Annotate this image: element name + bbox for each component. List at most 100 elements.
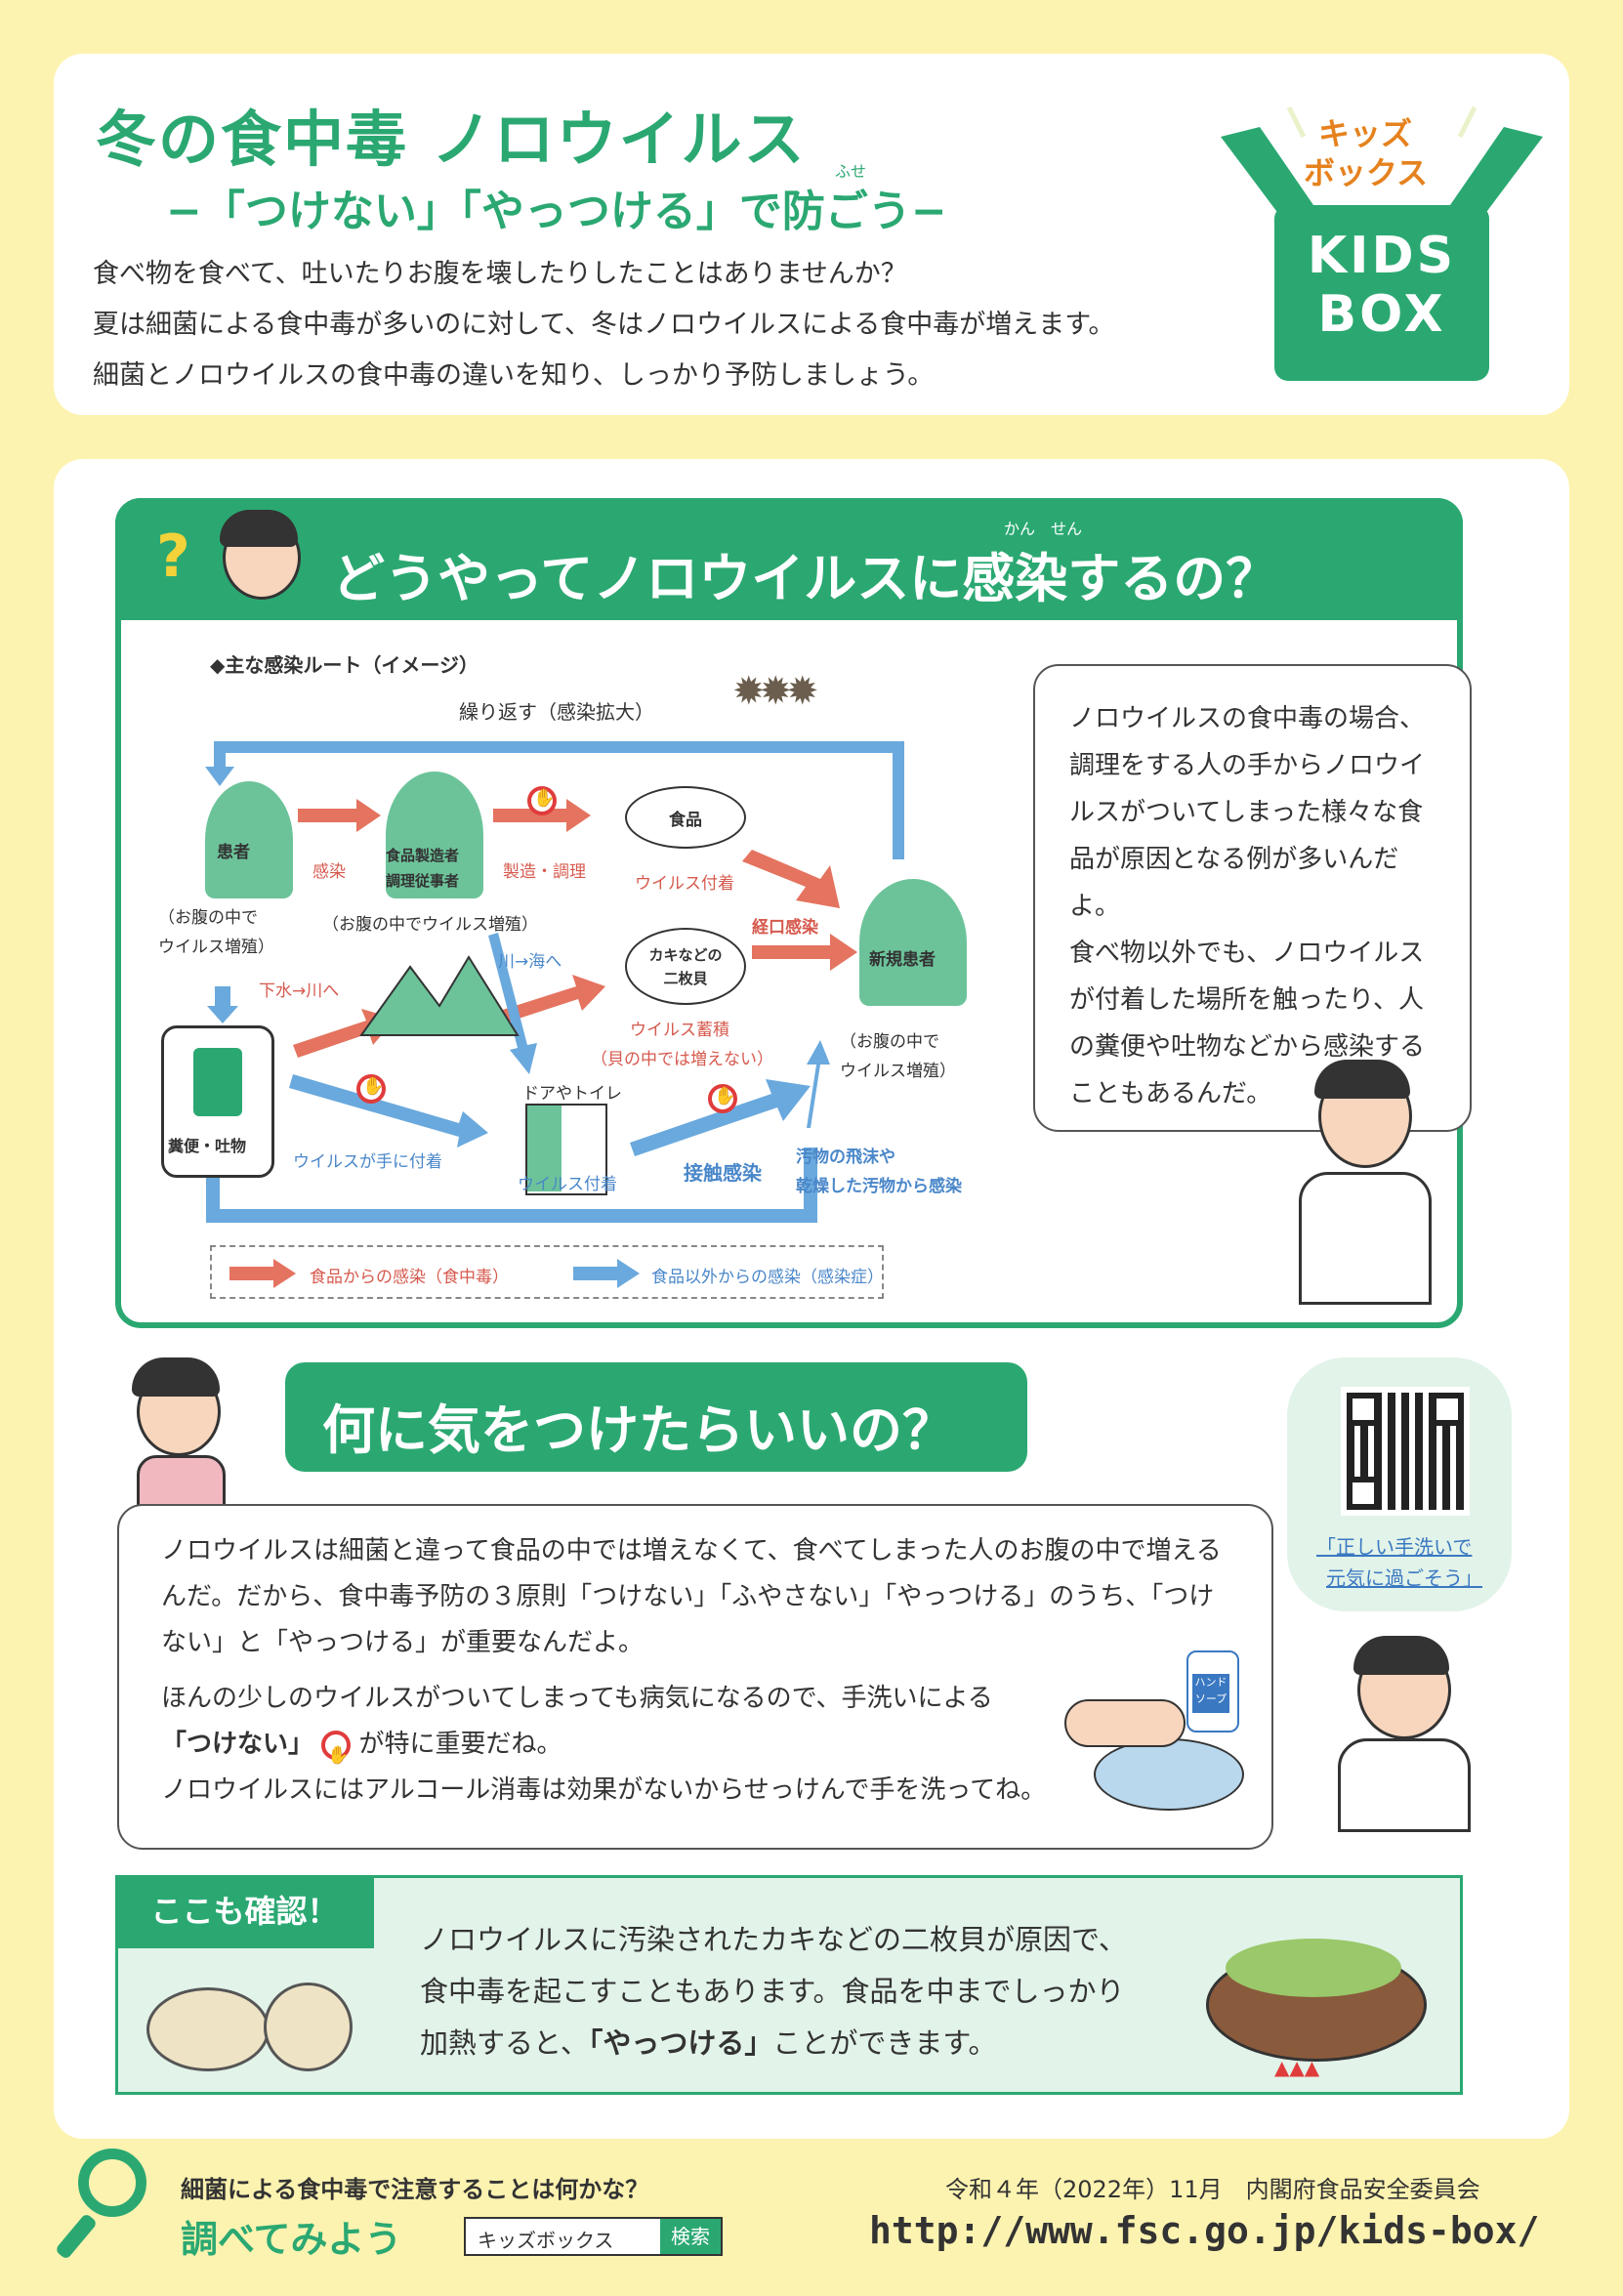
section3-line2: 食中毒を起こすこともあります。食品を中までしっかり	[420, 1975, 1125, 2008]
manufacturing-label: 製造・調理	[503, 862, 586, 882]
section2-p2a: ほんの少しのウイルスがついてしまっても病気になるので、手洗いによる	[161, 1684, 993, 1713]
infection-label: 感染	[312, 862, 346, 882]
section2-p2-bold: 「つけない」	[161, 1730, 314, 1759]
scientist-avatar-1	[1289, 1060, 1436, 1305]
food-worker-note: （お腹の中でウイルス増殖）	[322, 915, 538, 935]
section1-title: どうやってノロウイルスに感染するの？	[332, 548, 1279, 609]
section1-speech-bubble: ノロウイルスの食中毒の場合、調理をする人の手からノロウイルスがついてしまった様々…	[1033, 664, 1472, 1132]
scientist-avatar-2	[1328, 1631, 1475, 1832]
section3-line3-bold: 「やっつける」	[588, 2026, 773, 2060]
section3-line3b: ことができます。	[772, 2026, 997, 2060]
soap-bottle-icon: ハンド ソープ	[1186, 1650, 1239, 1732]
qr-caption-2[interactable]: 元気に過ごそう」	[1326, 1566, 1482, 1590]
door-virus-label: ウイルス付着	[518, 1175, 617, 1194]
page-subtitle: −「つけない」「やっつける」で防ごう−	[166, 187, 947, 236]
footer-question: 細菌による食中毒で注意することは何かな？	[181, 2176, 649, 2203]
door-icon	[525, 1104, 607, 1195]
logo-kana-bottom: ボックス	[1304, 154, 1429, 191]
footer-search-box[interactable]: キッズボックス 検索	[464, 2217, 723, 2256]
route-title: ◆主な感染ルート（イメージ）	[210, 653, 479, 677]
section2-p1: ノロウイルスは細菌と違って食品の中では増えなくて、食べてしまった人のお腹の中で増…	[161, 1536, 1222, 1657]
section2-p3: ノロウイルスにはアルコール消毒は効果がないからせっけんで手を洗ってね。	[161, 1775, 1047, 1805]
food-worker-figure	[386, 772, 483, 898]
legend-blue-arrow	[573, 1259, 640, 1288]
patient-label: 患者	[217, 843, 250, 862]
stop-hand-icon	[321, 1730, 352, 1778]
toilet-icon	[161, 1025, 274, 1178]
legend-red-arrow	[229, 1259, 296, 1288]
stop-icon-3	[708, 1084, 737, 1113]
section3-line3: 加熱すると、「やっつける」ことができます。	[420, 2018, 1127, 2069]
virus-hands-label: ウイルスが手に付着	[293, 1152, 442, 1172]
intro-line-1: 食べ物を食べて、吐いたりお腹を壊したりしたことはありませんか？	[93, 259, 907, 289]
girl-avatar	[122, 1357, 229, 1510]
section2-header	[285, 1362, 1027, 1472]
stop-icon-1	[527, 786, 557, 815]
food-worker-label: 食品製造者 調理従事者	[386, 847, 460, 890]
soap-label: ハンド ソープ	[1192, 1674, 1229, 1713]
new-patient-figure	[859, 879, 967, 1006]
section3-line1: ノロウイルスに汚染されたカキなどの二枚貝が原因で、	[420, 1923, 1127, 1956]
legend-other-label: 食品以外からの感染（感染症）	[651, 1268, 884, 1287]
patient-note: （お腹の中で ウイルス増殖）	[158, 908, 274, 957]
new-patient-note: （お腹の中で ウイルス増殖）	[840, 1032, 956, 1081]
food-virus-label: ウイルス付着	[635, 874, 734, 894]
legend-food-label: 食品からの感染（食中毒）	[310, 1268, 509, 1287]
section3-text: ノロウイルスに汚染されたカキなどの二枚貝が原因で、 食中毒を起こすこともあります…	[420, 1914, 1127, 2069]
contact-infection-label: 接触感染	[684, 1161, 762, 1185]
footer-search-button[interactable]: 検索	[660, 2219, 721, 2254]
intro-text: 食べ物を食べて、吐いたりお腹を壊したりしたことはありませんか？ 夏は細菌による食…	[93, 249, 1245, 401]
section1-header	[115, 498, 1463, 620]
boy-avatar	[215, 510, 303, 607]
section2-title: 何に気をつけたらいいの？	[322, 1399, 955, 1461]
page-title: 冬の食中毒 ノロウイルス	[96, 104, 807, 175]
virus-icons: ✹✹✹	[732, 669, 819, 714]
footer-date-org: 令和４年（2022年）11月 内閣府食品安全委員会	[945, 2176, 1480, 2203]
food-node-label: 食品	[669, 810, 702, 830]
logo-en-top: KIDS	[1307, 227, 1457, 285]
oyster-node: カキなどの 二枚貝	[625, 928, 746, 1005]
footer-search-cta: 調べてみよう	[181, 2218, 402, 2261]
logo-box: KIDS BOX	[1274, 205, 1489, 381]
box-flaps-icon	[1221, 105, 1543, 215]
stop-icon-2	[356, 1074, 386, 1104]
section2-p2b: が特に重要だね。	[358, 1730, 562, 1759]
logo-en-bottom: BOX	[1317, 285, 1446, 344]
virus-accum-note: （貝の中では増えない）	[591, 1050, 773, 1069]
excreta-label: 糞便・吐物	[168, 1137, 247, 1155]
sink-icon	[1094, 1738, 1244, 1811]
food-node: 食品	[625, 786, 746, 849]
section2-text: ノロウイルスは細菌と違って食品の中では増えなくて、食べてしまった人のお腹の中で増…	[161, 1528, 1235, 1814]
patient-figure	[205, 781, 293, 898]
intro-line-2: 夏は細菌による食中毒が多いのに対して、冬はノロウイルスによる食中毒が増えます。	[93, 310, 1115, 340]
section2-p2: ほんの少しのウイルスがついてしまっても病気になるので、手洗いによる 「つけない」…	[161, 1676, 1060, 1778]
droplet-label: 汚物の飛沫や 乾燥した汚物から感染	[796, 1148, 962, 1196]
section3-badge: ここも確認！	[115, 1875, 374, 1948]
river-sea-label: 川→海へ	[498, 952, 562, 972]
oyster-illustration	[146, 1983, 353, 2071]
qr-cloud[interactable]: 「正しい手洗いで 元気に過ごそう」	[1287, 1357, 1512, 1611]
hotpot-illustration: ▲▲▲	[1196, 1909, 1431, 2080]
oral-infection-label: 経口感染	[752, 918, 818, 938]
legend: 食品からの感染（食中毒） 食品以外からの感染（感染症）	[210, 1245, 884, 1299]
qr-caption-1[interactable]: 「正しい手洗いで	[1316, 1535, 1473, 1559]
section3-line3a: 加熱すると、	[420, 2026, 589, 2060]
handwash-illustration: ハンド ソープ	[1064, 1650, 1260, 1816]
footer-search-text[interactable]: キッズボックス	[478, 2229, 614, 2252]
section1-bubble-text: ノロウイルスの食中毒の場合、調理をする人の手からノロウイルスがついてしまった様々…	[1069, 704, 1426, 1108]
logo-kana-top: キッズ	[1318, 115, 1413, 152]
sewage-label: 下水→川へ	[259, 981, 340, 1001]
virus-accum-label: ウイルス蓄積	[630, 1021, 729, 1040]
route-arrows	[205, 741, 904, 1223]
oyster-node-label: カキなどの 二枚貝	[648, 945, 723, 987]
question-mark-icon: ?	[156, 522, 190, 591]
hands-icon	[1064, 1699, 1186, 1747]
section1-title-ruby: かん せん	[1004, 520, 1083, 538]
kids-box-logo[interactable]: キッズ ボックス KIDS BOX	[1221, 98, 1543, 391]
door-toilet-label: ドアやトイレ	[522, 1084, 622, 1104]
section2-speech-bubble	[117, 1504, 1273, 1850]
footer-url[interactable]: http://www.fsc.go.jp/kids-box/	[869, 2209, 1540, 2252]
intro-line-3: 細菌とノロウイルスの食中毒の違いを知り、しっかり予防しましょう。	[93, 360, 935, 391]
qr-code-icon[interactable]	[1341, 1387, 1470, 1516]
new-patient-label: 新規患者	[869, 950, 936, 970]
